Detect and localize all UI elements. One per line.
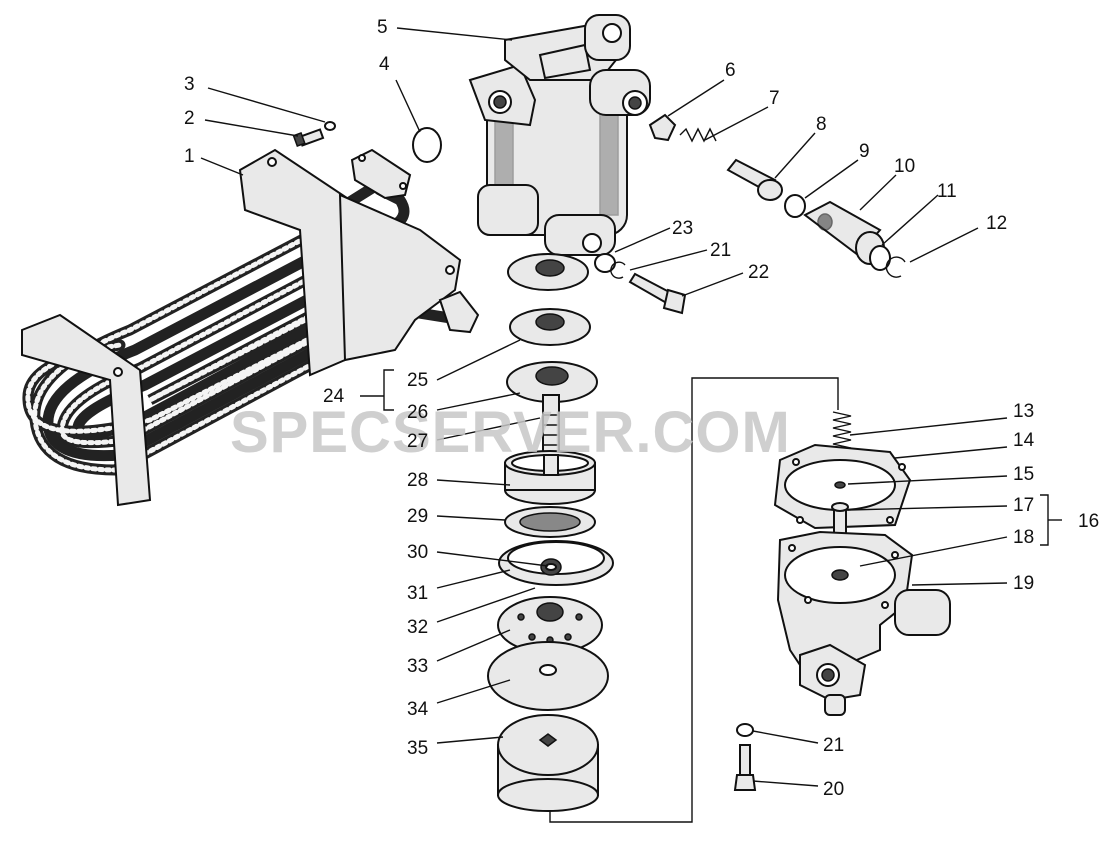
o-ring-4 (412, 127, 442, 163)
callout-19: 19 (1013, 573, 1034, 594)
lower-housing (733, 411, 951, 791)
leader-lines (200, 27, 1062, 787)
tube-flange (350, 148, 412, 200)
callout-22: 22 (748, 262, 769, 283)
callout-25: 25 (407, 370, 428, 391)
washer-21-lower (736, 723, 754, 737)
callout-5: 5 (377, 17, 388, 38)
bolt-22 (628, 272, 687, 315)
callout-4: 4 (379, 54, 390, 75)
filter-cup-28 (504, 450, 596, 505)
callout-6: 6 (725, 60, 736, 81)
callout-11: 11 (937, 181, 957, 202)
assembly-line (549, 377, 839, 823)
base-plate-33 (497, 596, 603, 654)
callout-12: 12 (986, 213, 1007, 234)
callout-20: 20 (823, 779, 844, 800)
callout-32: 32 (407, 617, 428, 638)
callout-labels: 1 2 3 4 5 6 7 8 9 10 11 12 23 21 22 24 2… (184, 17, 1099, 800)
washer-21-upper (610, 261, 626, 279)
bracket-front (21, 313, 152, 507)
callout-9: 9 (859, 141, 870, 162)
o-ring-11 (869, 245, 891, 271)
washer-23 (594, 253, 616, 273)
callout-31: 31 (407, 583, 428, 604)
baffle-disk-25c (506, 361, 598, 403)
callout-16: 16 (1078, 511, 1099, 532)
callout-8: 8 (816, 114, 827, 135)
bolt-20 (733, 744, 757, 791)
retaining-ring-12 (885, 256, 906, 278)
weight-35 (497, 714, 599, 812)
callout-28: 28 (407, 470, 428, 491)
spring-7 (679, 127, 717, 143)
washer-3 (324, 121, 336, 131)
callout-14: 14 (1013, 430, 1035, 451)
callout-13: 13 (1013, 401, 1034, 422)
baffle-disk-25b (509, 308, 591, 346)
callout-24: 24 (323, 386, 345, 407)
callout-21-lower: 21 (823, 735, 844, 756)
callout-18: 18 (1013, 527, 1034, 548)
body-19 (776, 530, 951, 716)
piston-8 (726, 158, 783, 201)
nipple-6 (648, 113, 677, 142)
callout-35: 35 (407, 738, 428, 759)
coil-heat-exchanger (21, 148, 480, 507)
baffle-disk-25a (507, 253, 589, 291)
callout-15: 15 (1013, 464, 1034, 485)
callout-3: 3 (184, 74, 195, 95)
watermark-text: SPECSERVER.COM (230, 400, 791, 465)
filter-stack (487, 253, 614, 812)
callout-17: 17 (1013, 495, 1034, 516)
callout-10: 10 (894, 156, 915, 177)
callout-30: 30 (407, 542, 428, 563)
valve-housing-5 (468, 14, 651, 256)
callout-21-upper: 21 (710, 240, 731, 261)
callout-7: 7 (769, 88, 780, 109)
callout-34: 34 (407, 699, 429, 720)
bracket-plate (338, 193, 462, 362)
callout-1: 1 (184, 146, 195, 167)
callout-33: 33 (407, 656, 428, 677)
spring-31 (540, 558, 562, 576)
callout-27: 27 (407, 431, 428, 452)
tube-flange-lower (438, 290, 480, 334)
felt-disk-34 (487, 641, 609, 711)
washer-15 (834, 481, 846, 489)
bolt-2 (292, 128, 325, 147)
callout-2: 2 (184, 108, 195, 129)
callout-26: 26 (407, 402, 428, 423)
callout-23: 23 (672, 218, 693, 239)
mesh-filter-29 (504, 506, 596, 538)
bracket-rear (238, 148, 352, 377)
spring-13 (832, 411, 852, 453)
o-ring-9 (784, 194, 806, 218)
callout-29: 29 (407, 506, 428, 527)
